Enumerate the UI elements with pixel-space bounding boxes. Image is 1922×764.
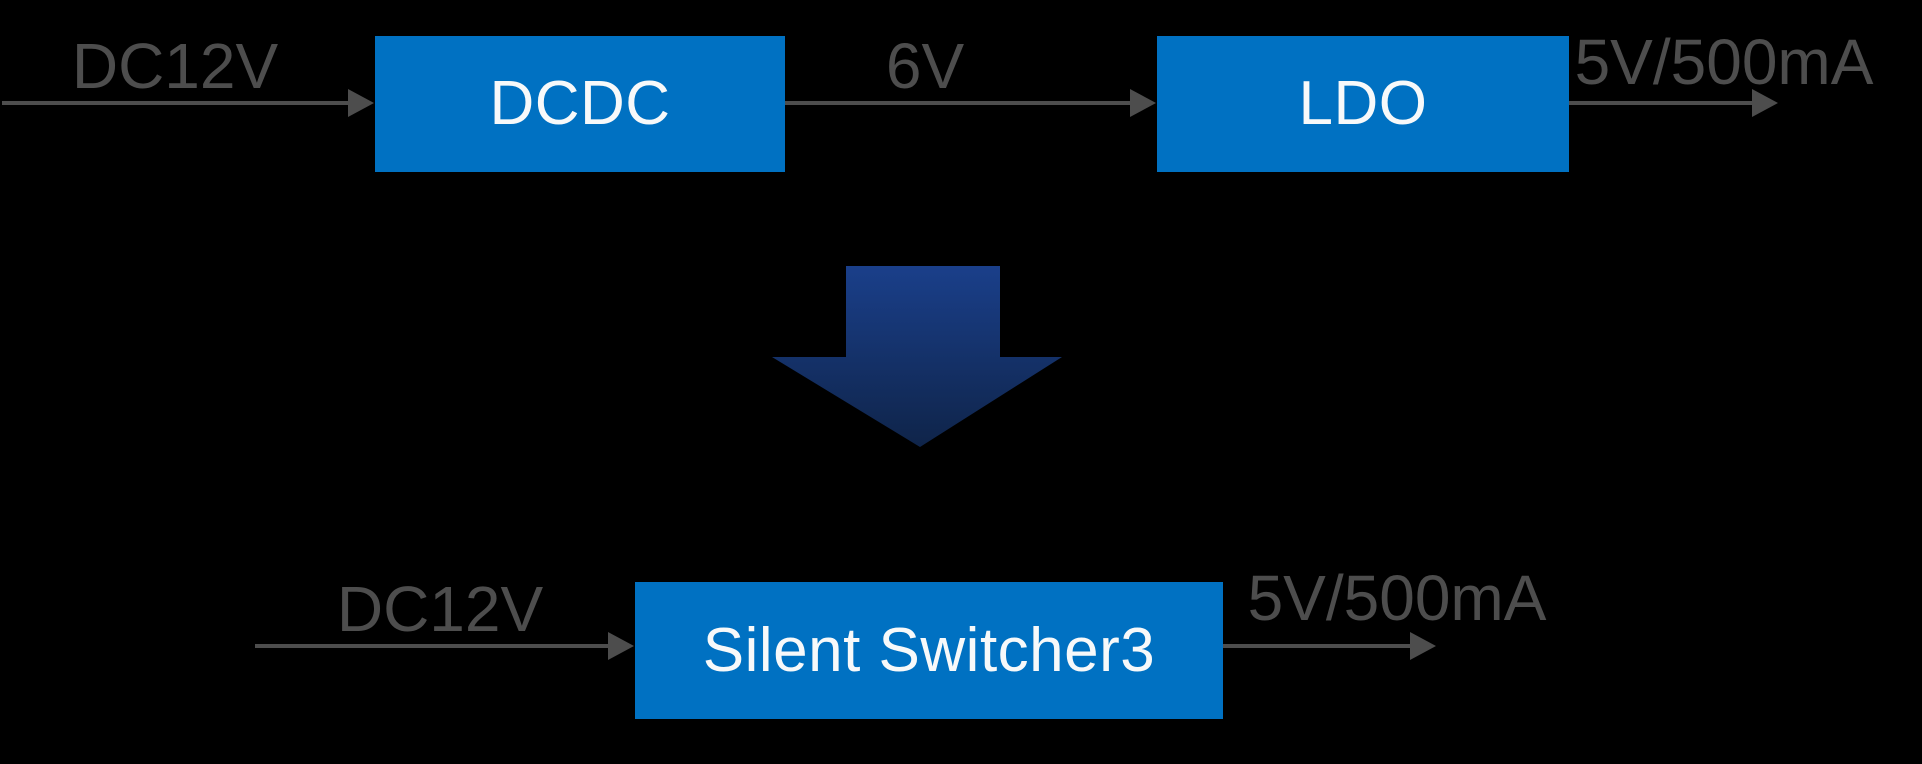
ldo-block-label: LDO xyxy=(1298,69,1428,138)
silent-switcher3-block-label: Silent Switcher3 xyxy=(702,615,1156,685)
top-input-arrow-head xyxy=(348,89,374,117)
top-mid-arrow-head xyxy=(1130,89,1156,117)
top-output-rating-label: 5V/500mA xyxy=(1574,26,1874,98)
top-input-arrow-line xyxy=(2,101,348,105)
intermediate-voltage-label: 6V xyxy=(885,30,965,102)
ldo-block: LDO xyxy=(1157,36,1569,172)
silent-switcher3-block: Silent Switcher3 xyxy=(635,582,1223,719)
top-output-arrow-line xyxy=(1569,101,1752,105)
bottom-output-arrow-head xyxy=(1410,632,1436,660)
top-input-voltage-label: DC12V xyxy=(71,30,279,102)
dcdc-block: DCDC xyxy=(375,36,785,172)
bottom-input-voltage-label: DC12V xyxy=(336,573,544,645)
bottom-output-arrow-line xyxy=(1223,644,1410,648)
down-arrow-icon xyxy=(772,266,1062,447)
bottom-output-rating-label: 5V/500mA xyxy=(1247,562,1547,634)
top-mid-arrow-line xyxy=(785,101,1130,105)
bottom-input-arrow-head xyxy=(608,632,634,660)
dcdc-block-label: DCDC xyxy=(489,69,671,138)
bottom-input-arrow-line xyxy=(255,644,608,648)
top-output-arrow-head xyxy=(1752,89,1778,117)
